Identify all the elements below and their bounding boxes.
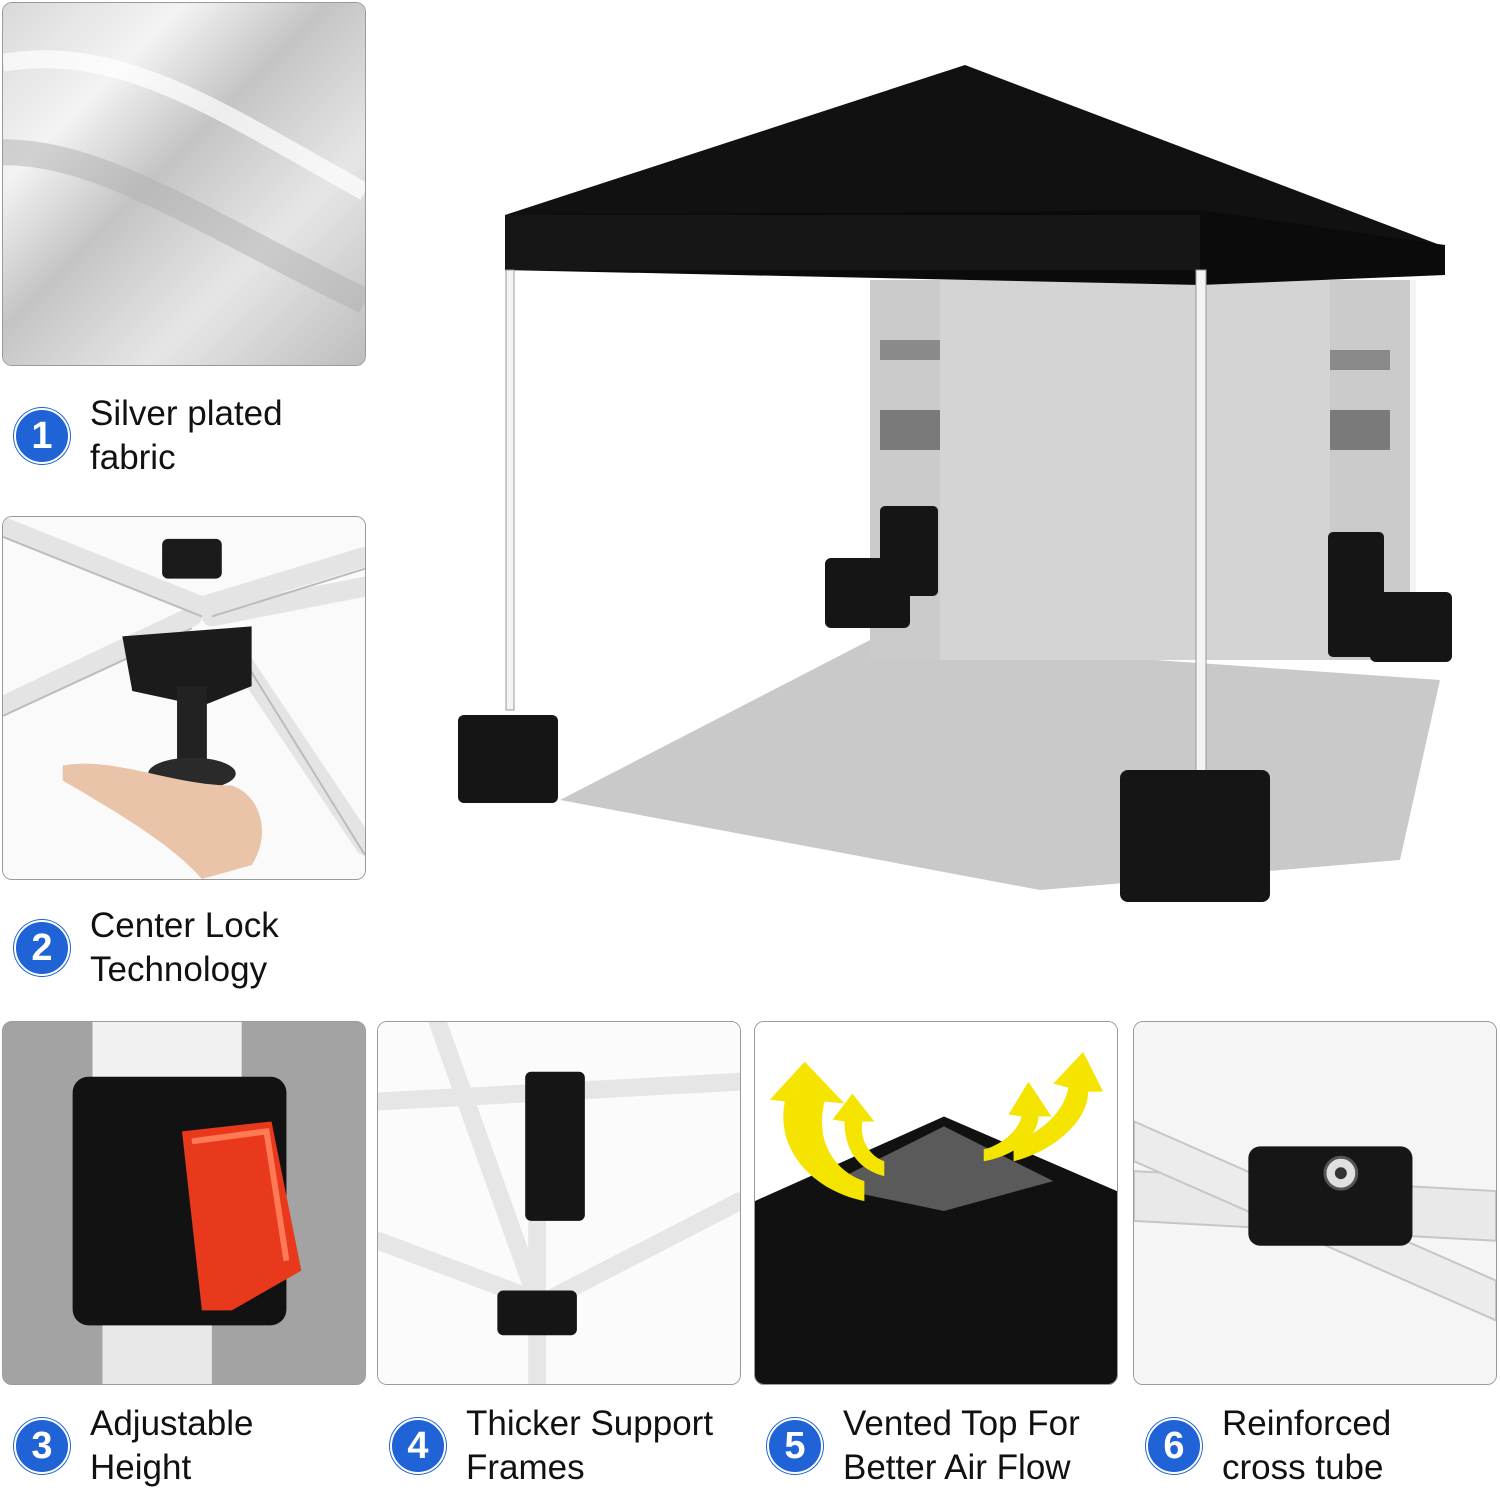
feature-3-label: Adjustable Height [90,1404,254,1487]
center-lock-image [2,516,366,880]
feature-6: 6 Reinforced cross tube [1146,1402,1391,1490]
feature-2: 2 Center Lock Technology [14,904,279,992]
feature-1-badge: 1 [14,408,70,464]
cross-tube-image [1133,1021,1497,1385]
feature-5-label: Vented Top For Better Air Flow [843,1404,1080,1487]
feature-1-label: Silver plated fabric [90,394,283,477]
feature-1: 1 Silver plated fabric [14,392,283,480]
vented-top-image [754,1021,1118,1385]
feature-5: 5 Vented Top For Better Air Flow [767,1402,1080,1490]
feature-3: 3 Adjustable Height [14,1402,253,1490]
feature-4-badge: 4 [390,1418,446,1474]
feature-6-label: Reinforced cross tube [1222,1404,1392,1487]
feature-3-badge: 3 [14,1418,70,1474]
silver-fabric-image [2,2,366,366]
feature-4: 4 Thicker Support Frames [390,1402,713,1490]
feature-2-badge: 2 [14,920,70,976]
canopy-tent-image [440,40,1500,920]
feature-5-badge: 5 [767,1418,823,1474]
feature-6-badge: 6 [1146,1418,1202,1474]
feature-2-label: Center Lock Technology [90,906,279,989]
support-frame-image [377,1021,741,1385]
feature-4-label: Thicker Support Frames [466,1404,714,1487]
height-adjust-image [2,1021,366,1385]
